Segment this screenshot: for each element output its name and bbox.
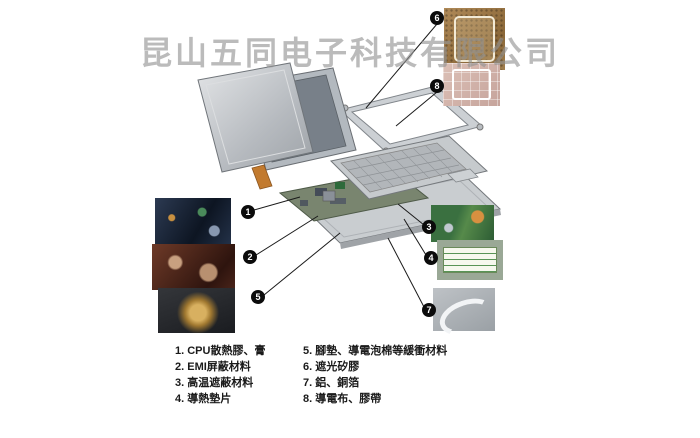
callout-badge-5: 5 [251, 290, 265, 304]
photo-high-temp-shielding-material [431, 205, 494, 242]
laptop-lid-cover [197, 62, 314, 173]
photo-thermal-pad [437, 240, 503, 280]
photo-cpu-thermal-paste [155, 198, 231, 245]
legend-column-left: 1. CPU散熱膠、膏 2. EMI屏蔽材料 3. 高温遮蔽材料 4. 導熱墊片 [175, 345, 265, 405]
callout-badge-6: 6 [430, 11, 444, 25]
legend-item-8: 8. 導電布、膠帶 [303, 393, 382, 405]
legend-item-1: 1. CPU散熱膠、膏 [175, 345, 266, 357]
legend-item-2: 2. EMI屏蔽材料 [175, 361, 251, 373]
callout-badge-3: 3 [422, 220, 436, 234]
legend-item-7: 7. 鋁、銅箔 [303, 377, 360, 389]
legend-item-5: 5. 腳墊、導電泡棉等緩衝材料 [303, 345, 448, 357]
callout-leader-lines [253, 23, 438, 308]
callout-badge-7: 7 [422, 303, 436, 317]
photo-conductive-cloth-tape [443, 63, 500, 106]
photo-cushion-foot-pad-material [158, 288, 235, 333]
keyboard-deck [329, 135, 489, 200]
callout-badge-8: 8 [430, 79, 444, 93]
photo-emi-shielding-material [152, 244, 235, 290]
hinge-flex-cable [251, 164, 273, 190]
legend-item-6: 6. 遮光矽膠 [303, 361, 360, 373]
photo-aluminum-copper-foil [433, 288, 495, 331]
photo-light-shielding-silicone [444, 8, 505, 70]
callout-badge-4: 4 [424, 251, 438, 265]
callout-badge-1: 1 [241, 205, 255, 219]
legend-item-4: 4. 導熱墊片 [175, 393, 232, 405]
callout-badge-2: 2 [243, 250, 257, 264]
touchpad [447, 168, 479, 183]
legend-item-3: 3. 高温遮蔽材料 [175, 377, 254, 389]
legend-column-right: 5. 腳墊、導電泡棉等緩衝材料 6. 遮光矽膠 7. 鋁、銅箔 8. 導電布、膠… [303, 345, 447, 405]
